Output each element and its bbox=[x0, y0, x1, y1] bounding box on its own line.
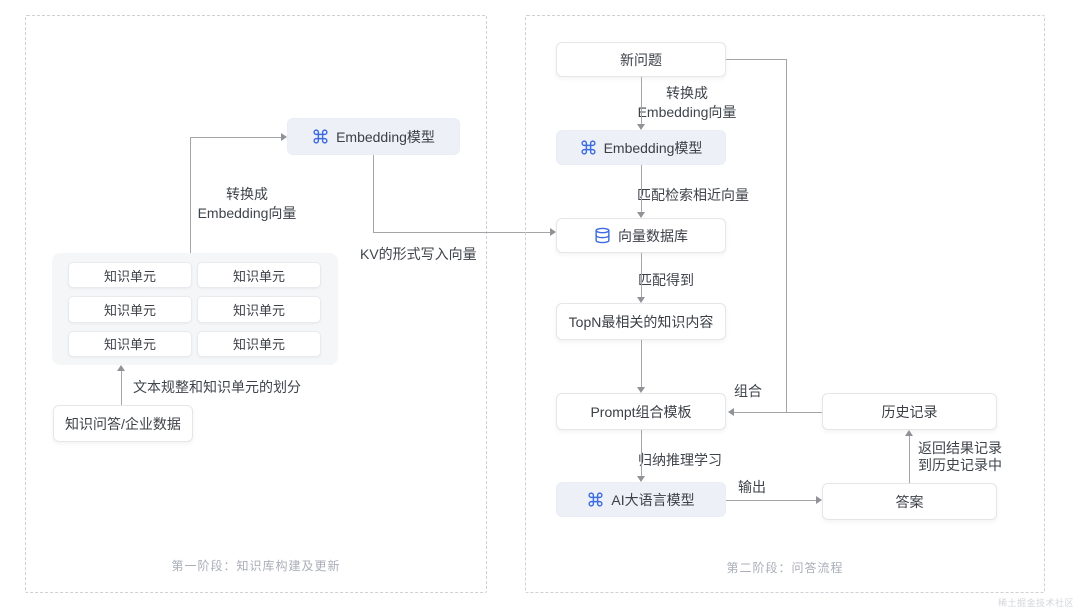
label-record-to-history: 返回结果记录 到历史记录中 bbox=[918, 440, 1002, 473]
node-history: 历史记录 bbox=[822, 393, 997, 430]
connector-embedding-vectordb-v bbox=[373, 155, 374, 232]
arrowhead-into-llm bbox=[637, 476, 645, 482]
arrowhead-into-topn bbox=[637, 297, 645, 303]
node-embedding-model-stage2: Embedding模型 bbox=[556, 130, 726, 165]
knowledge-unit: 知识单元 bbox=[68, 330, 192, 357]
arrowhead-into-prompt-top bbox=[637, 387, 645, 393]
node-llm: AI大语言模型 bbox=[556, 482, 726, 517]
arrowhead-into-embedding-stage2 bbox=[637, 124, 645, 130]
label-convert-stage2: 转换成 Embedding向量 bbox=[637, 85, 737, 120]
connector-embedding-vectordb bbox=[641, 165, 642, 213]
connector-question-elbow-v bbox=[786, 59, 787, 412]
node-label: Embedding模型 bbox=[336, 128, 435, 145]
connector-question-elbow-h bbox=[726, 59, 786, 60]
arrowhead-into-history bbox=[905, 430, 913, 436]
connector-history-prompt bbox=[734, 412, 822, 413]
connector-answer-history bbox=[909, 436, 910, 483]
node-new-question: 新问题 bbox=[556, 42, 726, 77]
label-match-search: 匹配检索相近向量 bbox=[637, 187, 749, 203]
knowledge-unit: 知识单元 bbox=[68, 296, 192, 323]
label-match-get: 匹配得到 bbox=[638, 272, 694, 288]
connector-source-units bbox=[121, 371, 122, 405]
knowledge-unit: 知识单元 bbox=[197, 262, 321, 289]
node-answer: 答案 bbox=[822, 483, 997, 520]
node-label: 知识问答/企业数据 bbox=[65, 415, 181, 432]
label-convert-stage1: 转换成 Embedding向量 bbox=[197, 186, 297, 221]
stage2-panel bbox=[525, 15, 1045, 593]
label-text-split: 文本规整和知识单元的划分 bbox=[133, 379, 301, 395]
node-label: Embedding模型 bbox=[603, 139, 703, 156]
node-embedding-model-stage1: Embedding模型 bbox=[287, 118, 460, 155]
connector-llm-answer bbox=[726, 500, 816, 501]
connector-question-embedding bbox=[641, 77, 642, 125]
stage2-caption: 第二阶段：问答流程 bbox=[726, 561, 844, 575]
command-icon bbox=[587, 491, 604, 508]
connector-topn-prompt bbox=[641, 340, 642, 388]
label-reasoning: 归纳推理学习 bbox=[638, 452, 722, 468]
stage1-panel bbox=[25, 15, 487, 593]
connector-embedding-vectordb-h bbox=[373, 232, 550, 233]
watermark: 稀土掘金技术社区 bbox=[997, 598, 1074, 608]
node-source-data: 知识问答/企业数据 bbox=[53, 405, 193, 442]
connector-vectordb-topn bbox=[641, 253, 642, 298]
stage1-caption: 第一阶段：知识库构建及更新 bbox=[171, 559, 341, 573]
arrowhead-into-vectordb-left bbox=[550, 228, 556, 236]
connector-prompt-llm bbox=[641, 430, 642, 477]
command-icon bbox=[312, 128, 329, 145]
node-label: 新问题 bbox=[620, 51, 662, 68]
label-output: 输出 bbox=[738, 479, 766, 495]
node-topn-knowledge: TopN最相关的知识内容 bbox=[556, 303, 726, 340]
node-prompt-template: Prompt组合模板 bbox=[556, 393, 726, 430]
knowledge-units-container: 知识单元 知识单元 知识单元 知识单元 知识单元 知识单元 bbox=[52, 253, 338, 365]
arrowhead-into-vectordb bbox=[637, 212, 645, 218]
arrowhead-into-embedding-stage1 bbox=[281, 133, 287, 141]
knowledge-unit: 知识单元 bbox=[197, 330, 321, 357]
connector-units-embedding-h bbox=[190, 137, 281, 138]
arrowhead-into-prompt-right bbox=[728, 408, 734, 416]
database-icon bbox=[594, 227, 611, 244]
command-icon bbox=[580, 139, 597, 156]
node-label: AI大语言模型 bbox=[611, 491, 695, 508]
arrowhead-into-units bbox=[117, 365, 125, 371]
node-label: Prompt组合模板 bbox=[590, 403, 692, 420]
node-label: 历史记录 bbox=[881, 403, 938, 420]
connector-units-embedding-v bbox=[190, 137, 191, 253]
node-label: TopN最相关的知识内容 bbox=[568, 313, 714, 330]
knowledge-unit: 知识单元 bbox=[197, 296, 321, 323]
node-vector-database: 向量数据库 bbox=[556, 218, 726, 253]
node-label: 向量数据库 bbox=[618, 227, 688, 244]
label-kv-write: KV的形式写入向量 bbox=[360, 246, 477, 262]
node-label: 答案 bbox=[895, 493, 924, 510]
knowledge-unit: 知识单元 bbox=[68, 262, 192, 289]
arrowhead-into-answer bbox=[816, 496, 822, 504]
label-combine: 组合 bbox=[734, 383, 762, 399]
